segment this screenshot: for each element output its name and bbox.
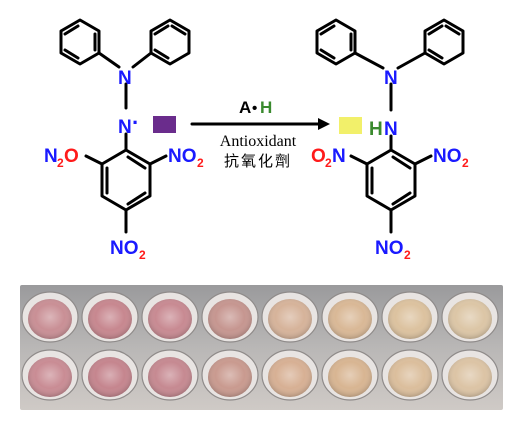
svg-text:NO: NO <box>110 238 139 259</box>
left-picryl-ring <box>84 148 168 234</box>
right-nitro-bottom: NO 2 <box>375 238 411 262</box>
right-nitrogen-lower: N <box>384 119 398 140</box>
plate-well <box>381 349 439 401</box>
svg-text:H: H <box>260 98 272 117</box>
plate-well <box>81 291 139 343</box>
plate-well <box>441 291 499 343</box>
svg-text:2: 2 <box>57 156 64 170</box>
svg-text:•: • <box>252 100 257 117</box>
left-phenyl-ring-1 <box>59 18 101 66</box>
left-nitrogen-radical: N <box>118 117 132 138</box>
plate-well <box>141 291 199 343</box>
plate-well <box>141 349 199 401</box>
left-nitro-right: NO 2 <box>168 146 204 170</box>
svg-text:O: O <box>64 146 79 167</box>
svg-text:2: 2 <box>139 248 146 262</box>
plate-well <box>261 349 319 401</box>
left-phenyl-ring-2 <box>149 18 191 66</box>
right-nitro-left: O 2 N <box>311 146 346 170</box>
svg-text:N: N <box>332 146 346 167</box>
reagent-label: A • H <box>239 98 272 117</box>
right-bonds <box>353 51 427 152</box>
plate-well <box>201 349 259 401</box>
svg-text:NO: NO <box>375 238 404 259</box>
plate-well <box>201 291 259 343</box>
plate-well <box>21 349 79 401</box>
plate-well <box>81 349 139 401</box>
svg-text:O: O <box>311 146 326 167</box>
right-nitro-right: NO 2 <box>433 146 469 170</box>
right-nitrogen-upper: N <box>384 68 398 89</box>
right-hydrogen: H <box>369 119 383 140</box>
left-nitro-bottom: NO 2 <box>110 238 146 262</box>
svg-text:2: 2 <box>325 156 332 170</box>
plate-well <box>381 291 439 343</box>
caption-antioxidant-cn: 抗氧化劑 <box>224 152 292 170</box>
well-plate-photo <box>20 285 503 410</box>
dpph-reaction-scheme: N N · N 2 O NO 2 NO 2 A • H Antioxidant … <box>44 18 469 262</box>
svg-text:2: 2 <box>404 248 411 262</box>
reaction-arrow-head <box>318 118 330 130</box>
plate-well <box>21 291 79 343</box>
plate-well <box>321 291 379 343</box>
svg-text:N: N <box>44 146 58 167</box>
left-nitrogen-upper: N <box>118 68 132 89</box>
svg-text:A: A <box>239 98 251 117</box>
left-nitro-left: N 2 O <box>44 146 79 170</box>
left-radical-dot: · <box>132 110 139 135</box>
svg-text:NO: NO <box>168 146 197 167</box>
caption-antioxidant-en: Antioxidant <box>220 133 297 150</box>
right-phenyl-ring-2 <box>423 18 465 66</box>
svg-text:NO: NO <box>433 146 462 167</box>
left-bonds <box>97 51 153 152</box>
plate-well <box>321 349 379 401</box>
right-picryl-ring <box>349 148 433 234</box>
plate-well <box>261 291 319 343</box>
svg-text:2: 2 <box>462 156 469 170</box>
plate-well <box>441 349 499 401</box>
svg-text:2: 2 <box>197 156 204 170</box>
radical-color-swatch <box>153 116 176 133</box>
reduced-color-swatch <box>339 117 362 134</box>
right-phenyl-ring-1 <box>315 18 357 66</box>
